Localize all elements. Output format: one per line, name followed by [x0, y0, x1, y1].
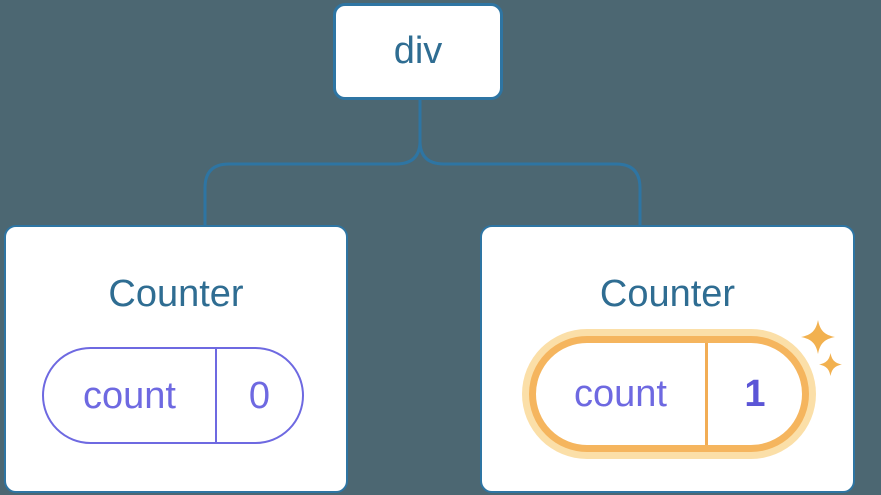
state-key-label: count	[536, 343, 708, 445]
state-pill: count 0	[42, 347, 304, 444]
counter-card-left: Counter count 0	[4, 225, 348, 493]
sparkle-icon-large	[801, 320, 835, 354]
root-node: div	[333, 3, 503, 100]
state-value: 0	[248, 374, 271, 417]
root-node-label: div	[393, 30, 443, 72]
component-title: Counter	[599, 273, 736, 315]
state-key-label: count	[44, 349, 217, 442]
component-title: Counter	[108, 273, 244, 315]
counter-card-right: Counter count 1	[480, 225, 855, 493]
state-value: 1	[744, 373, 766, 415]
state-pill-highlighted: count 1	[529, 336, 809, 452]
sparkle-icon-small	[819, 353, 842, 376]
